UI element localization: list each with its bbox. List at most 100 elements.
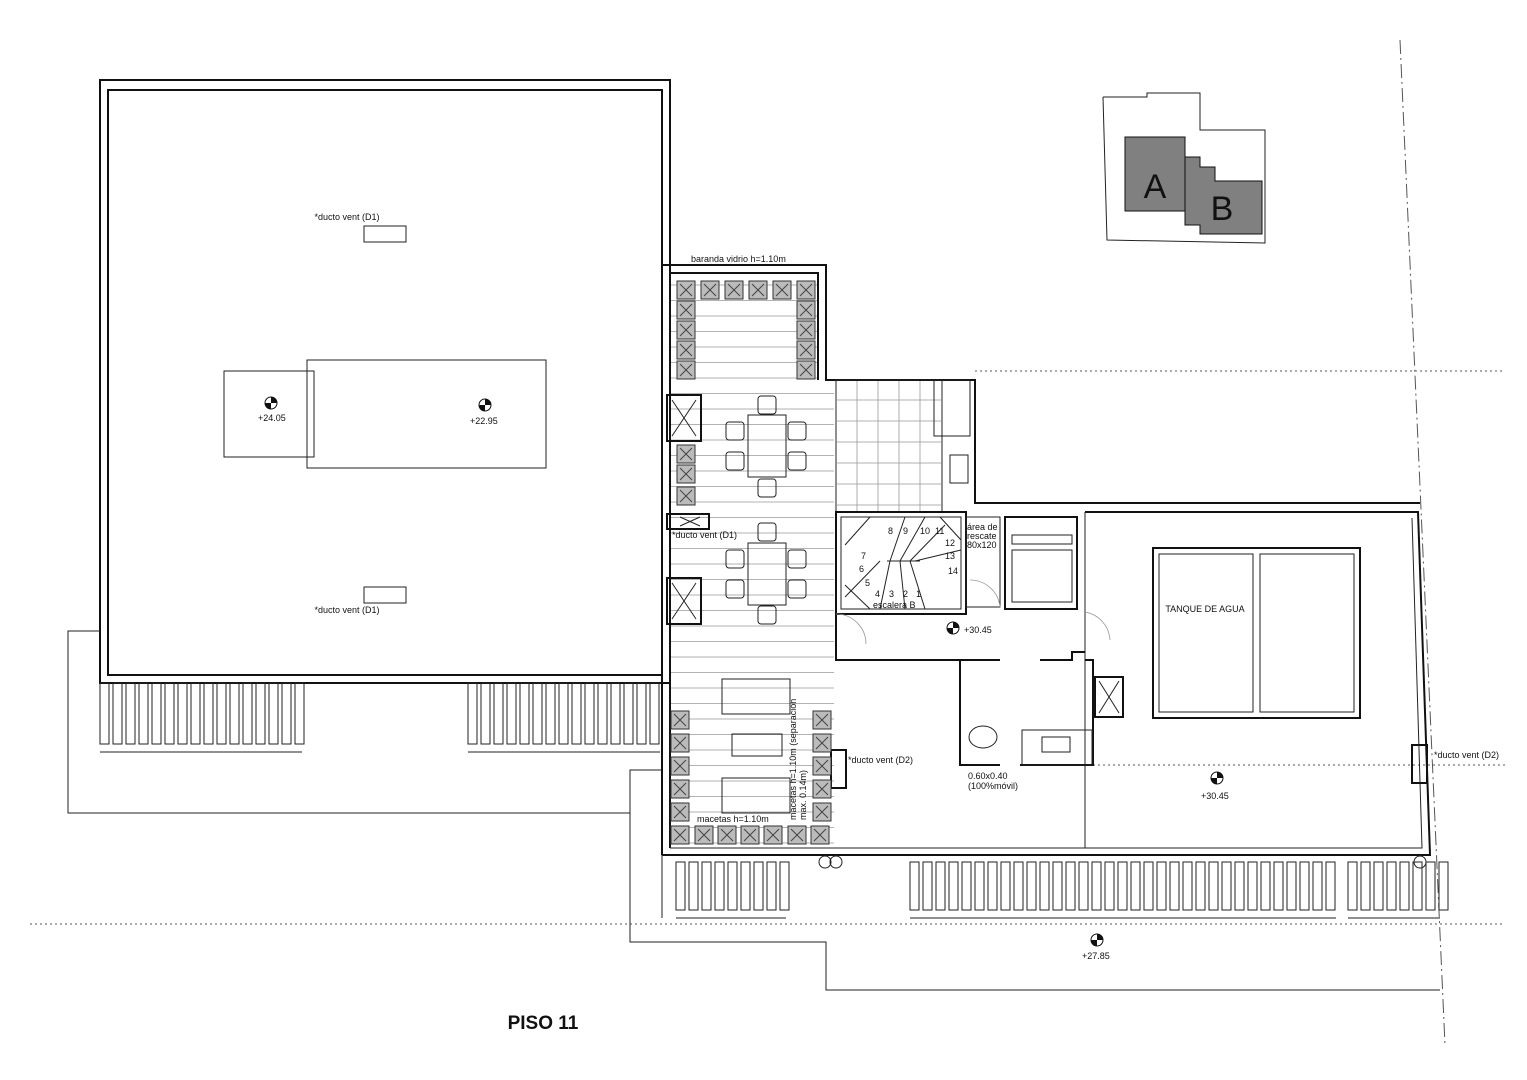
railing-segment	[1260, 861, 1271, 911]
stair-step-number: 8	[888, 526, 893, 536]
level-label: +22.95	[470, 416, 498, 426]
planter-icon	[815, 713, 829, 727]
chair-icon	[757, 395, 777, 415]
railing-segment	[1195, 861, 1206, 911]
railing-segment	[1425, 861, 1436, 911]
railing-segment	[1373, 861, 1384, 911]
railing-segment	[766, 861, 777, 911]
stair-step-number: 10	[920, 526, 930, 536]
label-window: (100%móvil)	[968, 781, 1018, 791]
railing-segment	[636, 682, 647, 745]
elevator	[1004, 516, 1078, 610]
railing-segment	[623, 682, 634, 745]
label-rescue: 80x120	[967, 540, 997, 550]
railing-segment	[714, 861, 725, 911]
planter-icon	[815, 736, 829, 750]
sofa	[721, 678, 791, 715]
railing-segment	[229, 682, 240, 745]
railing-segment	[1386, 861, 1397, 911]
planter-icon	[673, 828, 687, 842]
planter-icon	[673, 759, 687, 773]
stair-step-number: 2	[903, 589, 908, 599]
railing-segment	[1169, 861, 1180, 911]
vent-duct-top	[363, 225, 407, 243]
chair-icon	[725, 421, 745, 441]
railing-segment	[1104, 861, 1115, 911]
planter-icon	[679, 363, 693, 377]
planter-icon	[673, 805, 687, 819]
railing-segment	[948, 861, 959, 911]
railing-segment	[922, 861, 933, 911]
railing-segment	[1208, 861, 1219, 911]
railing-segment	[1039, 861, 1050, 911]
chair-icon	[757, 605, 777, 625]
chair-icon	[757, 522, 777, 542]
plan-title: PISO 11	[508, 1013, 579, 1034]
chair-icon	[787, 421, 807, 441]
railing-segment	[1065, 861, 1076, 911]
railing-segment	[597, 682, 608, 745]
level-marker-icon	[265, 397, 277, 409]
planter-icon	[799, 343, 813, 357]
planter-icon	[679, 323, 693, 337]
planter-icon	[799, 363, 813, 377]
stair-step-number: 14	[948, 566, 958, 576]
label-duct-d1: *ducto vent (D1)	[672, 530, 737, 540]
planter-icon	[673, 782, 687, 796]
railing-segment	[1026, 861, 1037, 911]
railing-segment	[125, 682, 136, 745]
stair-step-number: 7	[861, 551, 866, 561]
railing-segment	[164, 682, 175, 745]
chair-icon	[787, 549, 807, 569]
rescue-area	[965, 516, 1001, 608]
railing-segment	[1143, 861, 1154, 911]
coffee-table	[731, 733, 783, 757]
water-tank	[1152, 547, 1361, 719]
railing-segment	[1117, 861, 1128, 911]
chair-icon	[725, 549, 745, 569]
stair-step-number: 12	[945, 538, 955, 548]
railing-segment	[727, 861, 738, 911]
planter-icon	[679, 283, 693, 297]
railing-segment	[571, 682, 582, 745]
railing-segment	[190, 682, 201, 745]
label-rescue: área de	[967, 522, 998, 532]
railing-segment	[242, 682, 253, 745]
planter-icon	[673, 736, 687, 750]
planter-icon	[815, 782, 829, 796]
planter-icon	[813, 828, 827, 842]
level-marker-icon	[479, 399, 491, 411]
railing-segment	[961, 861, 972, 911]
railing-segment	[99, 682, 110, 745]
railing-segment	[1247, 861, 1258, 911]
label-window: 0.60x0.40	[968, 771, 1008, 781]
railing-segment	[1221, 861, 1232, 911]
label-water-tank: TANQUE DE AGUA	[1165, 604, 1244, 614]
stair-step-number: 4	[875, 589, 880, 599]
label-planters-vertical: macetas h=1.10m (separación	[788, 699, 798, 820]
level-label: +30.45	[1201, 791, 1229, 801]
planters	[670, 280, 832, 845]
chair-icon	[725, 579, 745, 599]
key-map: A B	[1102, 92, 1266, 244]
railing-segment	[1312, 861, 1323, 911]
railing-segment	[1234, 861, 1245, 911]
railing-segment	[203, 682, 214, 745]
railings-bottom	[675, 861, 1449, 919]
railing-segment	[1130, 861, 1141, 911]
railing-segment	[151, 682, 162, 745]
planter-icon	[679, 467, 693, 481]
railing-segment	[1091, 861, 1102, 911]
planter-icon	[679, 303, 693, 317]
stair-step-number: 11	[935, 526, 944, 536]
railing-segment	[255, 682, 266, 745]
railing-segment	[935, 861, 946, 911]
vent-duct-bottom	[363, 586, 407, 604]
key-label-b: B	[1211, 190, 1234, 228]
railings-left	[99, 682, 660, 753]
railing-segment	[506, 682, 517, 745]
stair-step-number: 1	[916, 589, 921, 599]
railing-segment	[558, 682, 569, 745]
level-marker-icon	[947, 622, 959, 634]
